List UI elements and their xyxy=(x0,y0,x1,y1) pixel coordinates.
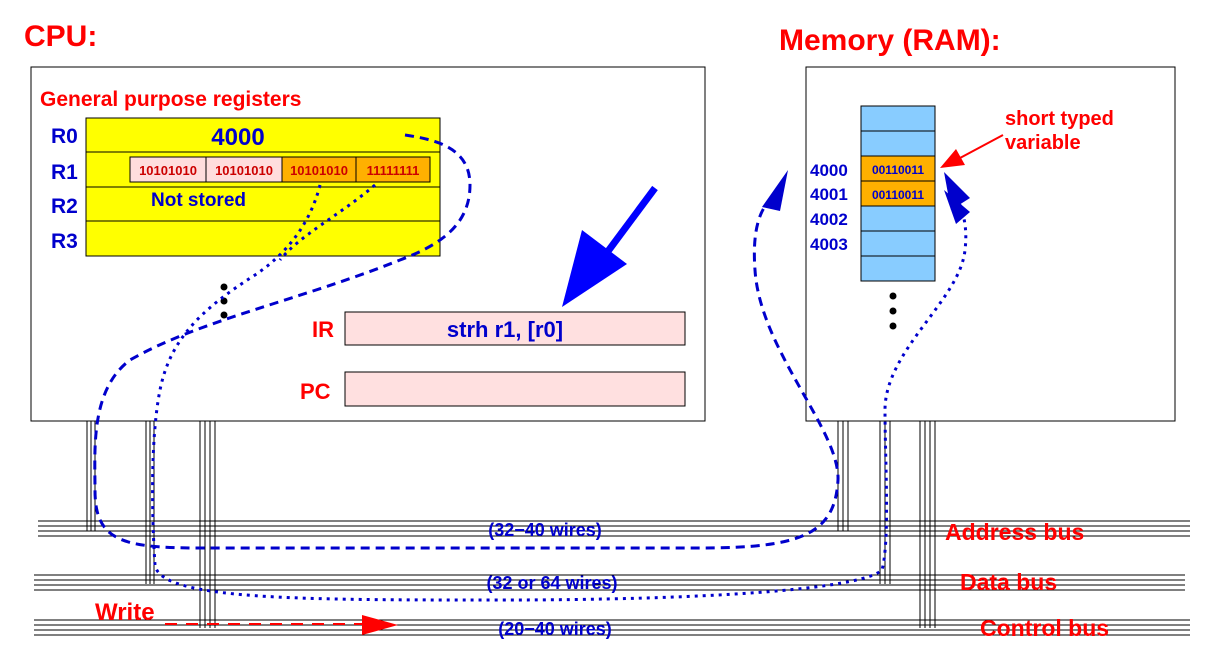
memory-cell-4001 xyxy=(860,180,936,207)
not-stored-label: Not stored xyxy=(151,190,246,211)
address-bus-label: Address bus xyxy=(945,519,1084,545)
ir-register xyxy=(344,311,686,346)
ellipsis-dot xyxy=(889,322,897,330)
register-r0-value: 4000 xyxy=(211,124,264,151)
memory-title: Memory (RAM): xyxy=(779,24,1001,57)
ellipsis-dot xyxy=(220,311,228,319)
memory-cell xyxy=(860,130,936,157)
memory-cell xyxy=(860,255,936,282)
data-bus-label: Data bus xyxy=(960,569,1057,595)
ellipsis-dot xyxy=(220,283,228,291)
ellipsis-dot xyxy=(889,292,897,300)
memory-cell-4002 xyxy=(860,205,936,232)
r1-byte-1 xyxy=(281,156,357,183)
memory-bus-wires xyxy=(837,421,936,628)
memory-array: 00110011 00110011 4000 4001 4002 4003 xyxy=(810,105,936,282)
cpu-title: CPU: xyxy=(24,20,97,53)
annotation-line-2: variable xyxy=(1005,132,1081,154)
memory-address-4001: 4001 xyxy=(810,185,848,204)
cpu-bus-wires xyxy=(86,421,216,628)
address-bus xyxy=(38,520,1190,537)
memory-address-4000: 4000 xyxy=(810,161,848,180)
memory-cell-4001-bits: 00110011 xyxy=(872,188,924,202)
write-label: Write xyxy=(95,599,155,626)
annotation-arrow-icon xyxy=(940,134,1004,168)
pc-register xyxy=(344,371,686,407)
r1-byte-3-bits: 10101010 xyxy=(139,163,197,178)
annotation-line-1: short typed xyxy=(1005,108,1114,130)
control-bus-label: Control bus xyxy=(980,615,1109,641)
address-path xyxy=(93,133,840,550)
address-arrowhead-icon xyxy=(762,170,788,211)
register-r2-label: R2 xyxy=(51,195,78,218)
r1-byte-3 xyxy=(129,156,207,183)
register-r3-label: R3 xyxy=(51,230,78,253)
data-path xyxy=(151,184,968,602)
fetch-arrow-icon xyxy=(562,185,658,307)
ir-value: strh r1, [r0] xyxy=(447,317,563,342)
memory-address-4002: 4002 xyxy=(810,210,848,229)
data-arrowhead-icon-2 xyxy=(944,190,970,224)
ir-label: IR xyxy=(312,317,334,342)
r1-byte-0-bits: 11111111 xyxy=(367,163,420,178)
ellipsis-dot xyxy=(889,307,897,315)
r1-byte-2 xyxy=(205,156,283,183)
data-bus xyxy=(34,574,1185,591)
control-bus-wires: (20−40 wires) xyxy=(498,619,612,639)
data-bus-wires: (32 or 64 wires) xyxy=(486,573,617,593)
data-path-branch xyxy=(278,183,376,261)
r1-byte-2-bits: 10101010 xyxy=(215,163,273,178)
write-arrow-icon xyxy=(165,615,398,635)
register-r1-label: R1 xyxy=(51,161,78,184)
address-bus-wires: (32−40 wires) xyxy=(488,520,602,540)
registers-title: General purpose registers xyxy=(40,88,301,111)
memory-address-4003: 4003 xyxy=(810,235,848,254)
memory-cell xyxy=(860,105,936,132)
control-bus xyxy=(34,619,1190,636)
r1-byte-1-bits: 10101010 xyxy=(290,163,348,178)
memory-cell-4003 xyxy=(860,230,936,257)
memory-cell-4000-bits: 00110011 xyxy=(872,163,924,177)
pc-label: PC xyxy=(300,379,331,404)
memory-cell-4000 xyxy=(860,155,936,182)
r1-byte-0 xyxy=(355,156,431,183)
register-r0-label: R0 xyxy=(51,125,78,148)
register-file: R0 R1 R2 R3 4000 10101010 10101010 10101… xyxy=(51,117,441,257)
